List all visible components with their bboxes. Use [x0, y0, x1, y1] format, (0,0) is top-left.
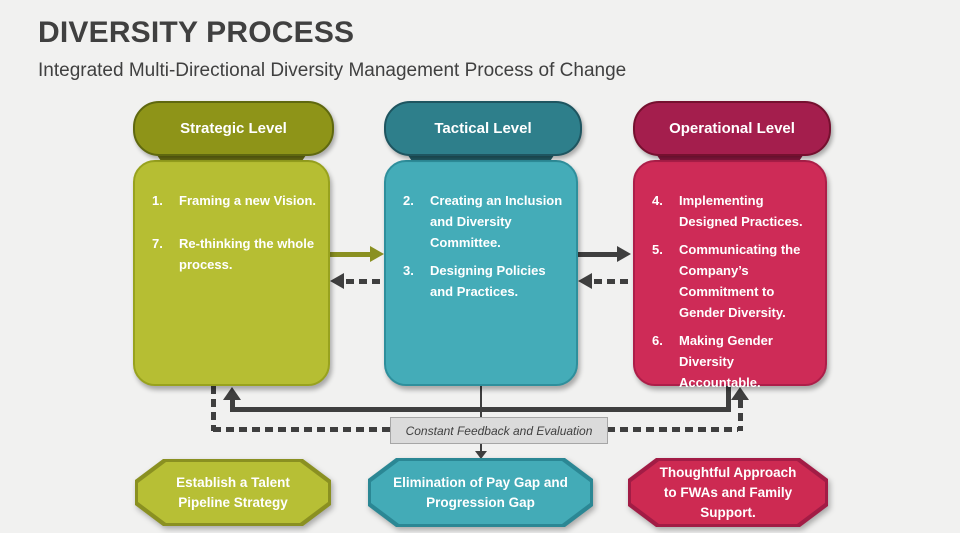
- strategic-level-label: Strategic Level: [180, 120, 287, 137]
- tactical-body: 2. Creating an Inclusion and Diversity C…: [384, 160, 578, 386]
- tactical-level-label: Tactical Level: [434, 120, 532, 137]
- item-text: Creating an Inclusion and Diversity Comm…: [430, 193, 563, 250]
- list-item: 3. Designing Policies and Practices.: [403, 260, 566, 302]
- item-text: Making Gender Diversity Accountable.: [679, 333, 773, 390]
- item-number: 5.: [652, 242, 663, 257]
- slide-subtitle: Integrated Multi-Directional Diversity M…: [38, 60, 627, 81]
- item-number: 1.: [152, 193, 163, 208]
- item-text: Framing a new Vision.: [179, 193, 317, 208]
- strategic-outcome-label: Establish a Talent Pipeline Strategy: [138, 462, 328, 523]
- arrow-down-head: [475, 451, 487, 459]
- tactical-outcome-label: Elimination of Pay Gap and Progression G…: [371, 461, 590, 524]
- arrow-right-head: [617, 246, 631, 262]
- item-number: 2.: [403, 193, 414, 208]
- item-text: Implementing Designed Practices.: [679, 193, 803, 229]
- arrow-left-head: [578, 273, 592, 289]
- slide-bottom-margin: [0, 533, 960, 540]
- tactical-outcome-octagon: Elimination of Pay Gap and Progression G…: [368, 458, 593, 527]
- strategic-body: 1. Framing a new Vision. 7. Re-thinking …: [133, 160, 330, 386]
- strategic-level-pill: Strategic Level: [133, 101, 334, 156]
- item-text: Re-thinking the whole process.: [179, 236, 315, 272]
- item-number: 7.: [152, 236, 163, 251]
- item-number: 4.: [652, 193, 663, 208]
- operational-outcome-octagon: Thoughtful Approach to FWAs and Family S…: [628, 458, 828, 527]
- item-number: 3.: [403, 263, 414, 278]
- operational-level-label: Operational Level: [669, 120, 795, 137]
- arrow-left-head: [330, 273, 344, 289]
- list-item: 2. Creating an Inclusion and Diversity C…: [403, 190, 566, 253]
- strategic-outcome-octagon: Establish a Talent Pipeline Strategy: [135, 459, 331, 526]
- item-number: 6.: [652, 333, 663, 348]
- list-item: 6. Making Gender Diversity Accountable.: [652, 330, 815, 393]
- tactical-level-pill: Tactical Level: [384, 101, 582, 156]
- list-item: 4. Implementing Designed Practices.: [652, 190, 815, 232]
- operational-body: 4. Implementing Designed Practices. 5. C…: [633, 160, 827, 390]
- arrow-up-head: [731, 387, 749, 400]
- list-item: 1. Framing a new Vision.: [152, 190, 318, 211]
- operational-level-pill: Operational Level: [633, 101, 831, 156]
- item-text: Designing Policies and Practices.: [430, 263, 546, 299]
- operational-outcome-label: Thoughtful Approach to FWAs and Family S…: [631, 461, 825, 524]
- slide-title: DIVERSITY PROCESS: [38, 16, 355, 49]
- list-item: 5. Communicating the Company’s Commitmen…: [652, 239, 815, 323]
- list-item: 7. Re-thinking the whole process.: [152, 233, 318, 275]
- arrow-up-head: [223, 387, 241, 400]
- feedback-box: Constant Feedback and Evaluation: [390, 417, 608, 444]
- item-text: Communicating the Company’s Commitment t…: [679, 242, 801, 320]
- arrow-right-head: [370, 246, 384, 262]
- feedback-label: Constant Feedback and Evaluation: [405, 423, 593, 438]
